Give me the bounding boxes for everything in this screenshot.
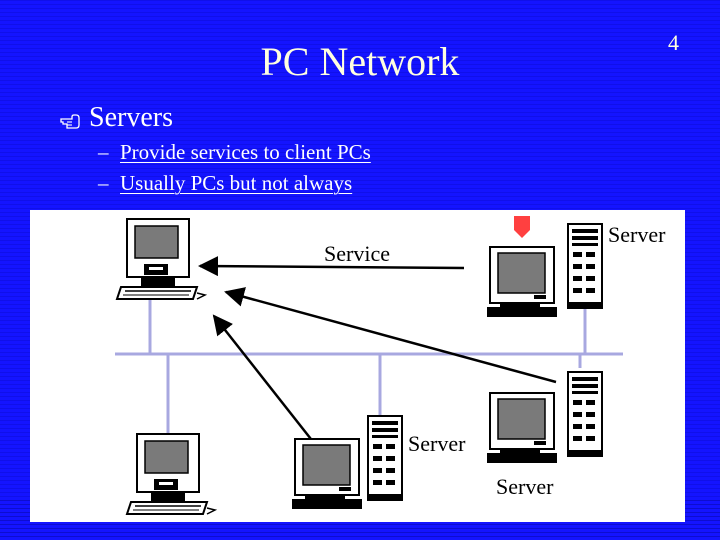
background-stripe (0, 524, 720, 525)
background-stripe (0, 24, 720, 25)
sub-item: –Provide services to client PCs (98, 140, 371, 165)
client-pc-icon (126, 433, 216, 515)
request-arrow-short (212, 314, 319, 449)
background-stripe (0, 88, 720, 89)
pointing-hand-icon (60, 114, 80, 129)
background-stripe (0, 52, 720, 53)
server-tower-icon (366, 415, 404, 501)
client-pc-icon (116, 218, 206, 300)
sub-item: –Usually PCs but not always (98, 171, 352, 196)
server-pc-icon (486, 392, 558, 464)
sub-item-dash: – (98, 140, 109, 164)
sub-item-dash: – (98, 171, 109, 195)
background-stripe (0, 124, 720, 125)
background-stripe (0, 204, 720, 205)
network-bus (115, 290, 623, 434)
background-stripe (0, 172, 720, 173)
background-stripe (0, 536, 720, 537)
highlight-marker (514, 216, 530, 238)
background-stripe (0, 4, 720, 5)
background-stripe (0, 48, 720, 49)
background-stripe (0, 104, 720, 105)
background-stripe (0, 200, 720, 201)
background-stripe (0, 40, 720, 41)
network-diagram: Service Server Server Server (30, 210, 685, 522)
background-stripe (0, 176, 720, 177)
background-stripe (0, 84, 720, 85)
background-stripe (0, 184, 720, 185)
background-stripe (0, 56, 720, 57)
background-stripe (0, 128, 720, 129)
background-stripe (0, 108, 720, 109)
background-stripe (0, 8, 720, 9)
background-stripe (0, 148, 720, 149)
background-stripe (0, 92, 720, 93)
network-diagram-canvas (115, 216, 623, 515)
service-arrow (198, 256, 465, 277)
background-stripe (0, 76, 720, 77)
bullet-label: Servers (89, 102, 173, 133)
sub-item-text: Usually PCs but not always (120, 171, 353, 195)
background-stripe (0, 28, 720, 29)
background-stripe (0, 80, 720, 81)
background-stripe (0, 120, 720, 121)
slide-title: PC Network (260, 39, 460, 84)
background-stripe (0, 152, 720, 153)
background-stripe (0, 96, 720, 97)
background-stripe (0, 0, 720, 1)
background-stripe (0, 528, 720, 529)
background-stripe (0, 36, 720, 37)
client-pc-icon (291, 438, 363, 510)
background-stripe (0, 68, 720, 69)
background-stripe (0, 188, 720, 189)
background-stripe (0, 136, 720, 137)
background-stripe (0, 180, 720, 181)
background-stripe (0, 64, 720, 65)
server-label: Server (608, 222, 666, 247)
background-stripe (0, 100, 720, 101)
server-label: Server (496, 474, 554, 499)
background-stripe (0, 12, 720, 13)
server-pc-icon (486, 246, 558, 318)
background-stripe (0, 144, 720, 145)
background-stripe (0, 140, 720, 141)
background-stripe (0, 160, 720, 161)
background-stripe (0, 132, 720, 133)
background-stripe (0, 32, 720, 33)
request-arrow-long (224, 287, 557, 384)
background-stripe (0, 164, 720, 165)
background-stripe (0, 156, 720, 157)
background-stripe (0, 20, 720, 21)
background-stripe (0, 72, 720, 73)
background-stripe (0, 60, 720, 61)
background-stripe (0, 16, 720, 17)
server-tower-icon (566, 223, 604, 309)
background-stripe (0, 44, 720, 45)
background-stripe (0, 112, 720, 113)
background-stripe (0, 532, 720, 533)
background-stripe (0, 116, 720, 117)
service-label: Service (324, 241, 390, 266)
background-stripe (0, 192, 720, 193)
background-stripe (0, 168, 720, 169)
server-label: Server (408, 431, 466, 456)
slide-number: 4 (668, 30, 679, 55)
sub-item-text: Provide services to client PCs (120, 140, 371, 164)
server-tower-icon (566, 371, 604, 457)
background-stripe (0, 208, 720, 209)
background-stripe (0, 196, 720, 197)
